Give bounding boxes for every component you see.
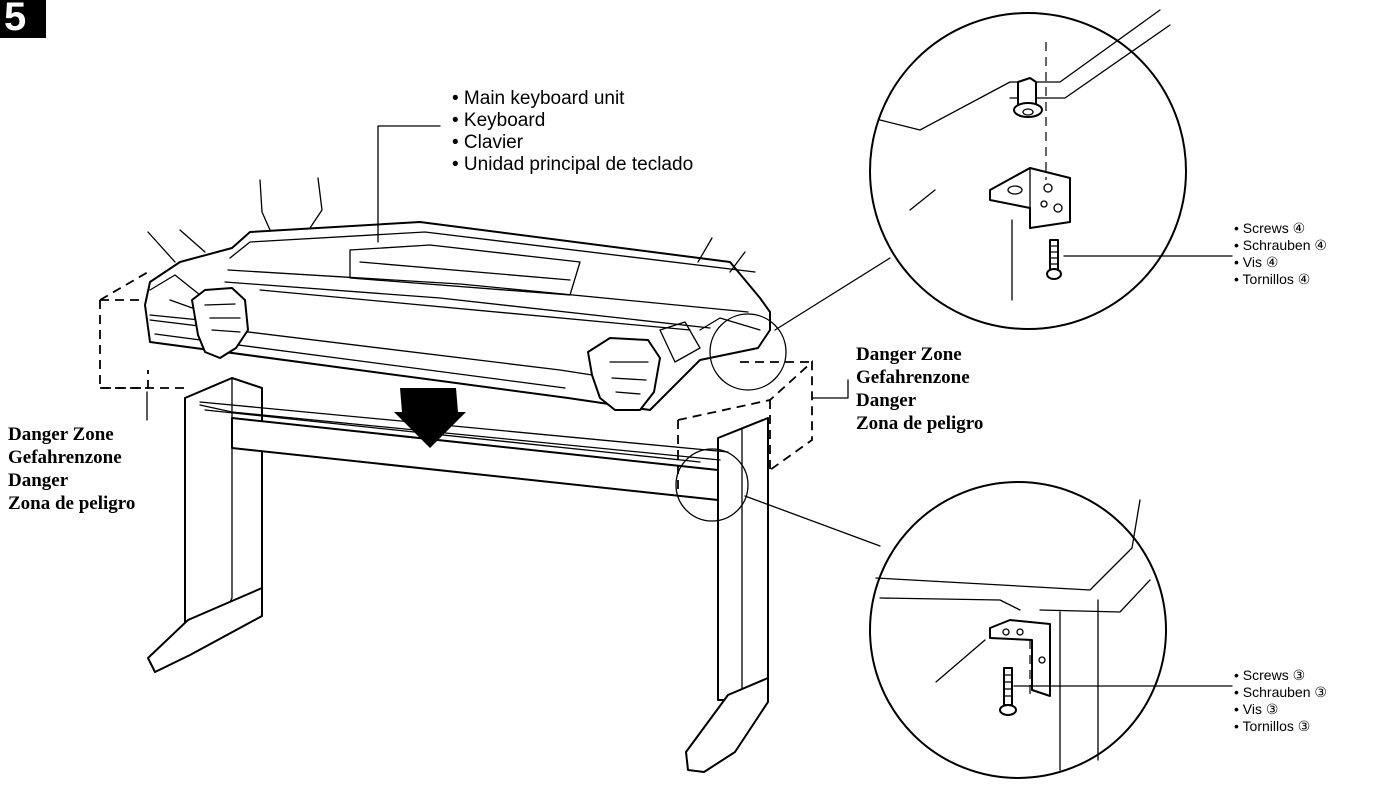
detail-marker-bottom — [675, 448, 749, 522]
danger-left-line: Gefahrenzone — [8, 447, 122, 468]
danger-left-line: Danger — [8, 470, 69, 491]
right-hand — [587, 337, 661, 411]
hands — [147, 177, 746, 411]
keyboard-label-line: • Keyboard — [452, 110, 545, 131]
leader-danger-right — [811, 379, 849, 399]
music-rest — [349, 244, 581, 296]
keyboard-label-line: • Main keyboard unit — [452, 88, 625, 109]
screws-bottom-line: • Tornillos ③ — [1234, 718, 1310, 734]
detail-bottom — [869, 481, 1233, 779]
danger-box-right — [677, 359, 813, 492]
leader-keyboard — [377, 125, 441, 243]
screws-top-line: • Vis ④ — [1234, 254, 1278, 270]
screws-bottom-line: • Schrauben ③ — [1234, 684, 1327, 700]
detail-marker-top — [709, 313, 787, 391]
screws-label-bottom: • Screws ③ • Schrauben ③ • Vis ③ • Torni… — [1234, 667, 1327, 734]
keyboard-label-line: • Unidad principal de teclado — [452, 154, 693, 175]
danger-zone-left: Danger Zone Gefahrenzone Danger Zona de … — [8, 424, 135, 514]
detail-top — [869, 9, 1233, 330]
stand — [147, 377, 769, 773]
danger-zone-boxes — [99, 271, 813, 492]
danger-left-line: Danger Zone — [8, 424, 114, 445]
danger-right-line: Danger Zone — [856, 344, 962, 365]
stand-bar — [231, 417, 719, 501]
step-number: 5 — [4, 0, 26, 39]
screws-label-top: • Screws ④ • Schrauben ④ • Vis ④ • Torni… — [1234, 220, 1327, 287]
right-foot — [685, 677, 769, 773]
danger-right-line: Gefahrenzone — [856, 367, 970, 388]
down-arrow — [394, 388, 466, 448]
danger-right-line: Zona de peligro — [856, 413, 983, 434]
screws-top-line: • Schrauben ④ — [1234, 237, 1327, 253]
leader-top — [774, 257, 891, 331]
left-leg — [184, 377, 263, 629]
danger-zone-right: Danger Zone Gefahrenzone Danger Zona de … — [856, 344, 983, 434]
screws-top-line: • Tornillos ④ — [1234, 271, 1310, 287]
keyboard-label: • Main keyboard unit • Keyboard • Clavie… — [452, 88, 693, 175]
right-leg — [717, 417, 769, 701]
leader-bottom — [744, 495, 881, 547]
keyboard-label-line: • Clavier — [452, 132, 524, 153]
screws-bottom-line: • Screws ③ — [1234, 667, 1305, 683]
step-badge: 5 — [0, 0, 46, 39]
danger-left-line: Zona de peligro — [8, 493, 135, 514]
screws-bottom-line: • Vis ③ — [1234, 701, 1278, 717]
danger-right-line: Danger — [856, 390, 917, 411]
danger-box-left — [99, 271, 149, 389]
screws-top-line: • Screws ④ — [1234, 220, 1305, 236]
